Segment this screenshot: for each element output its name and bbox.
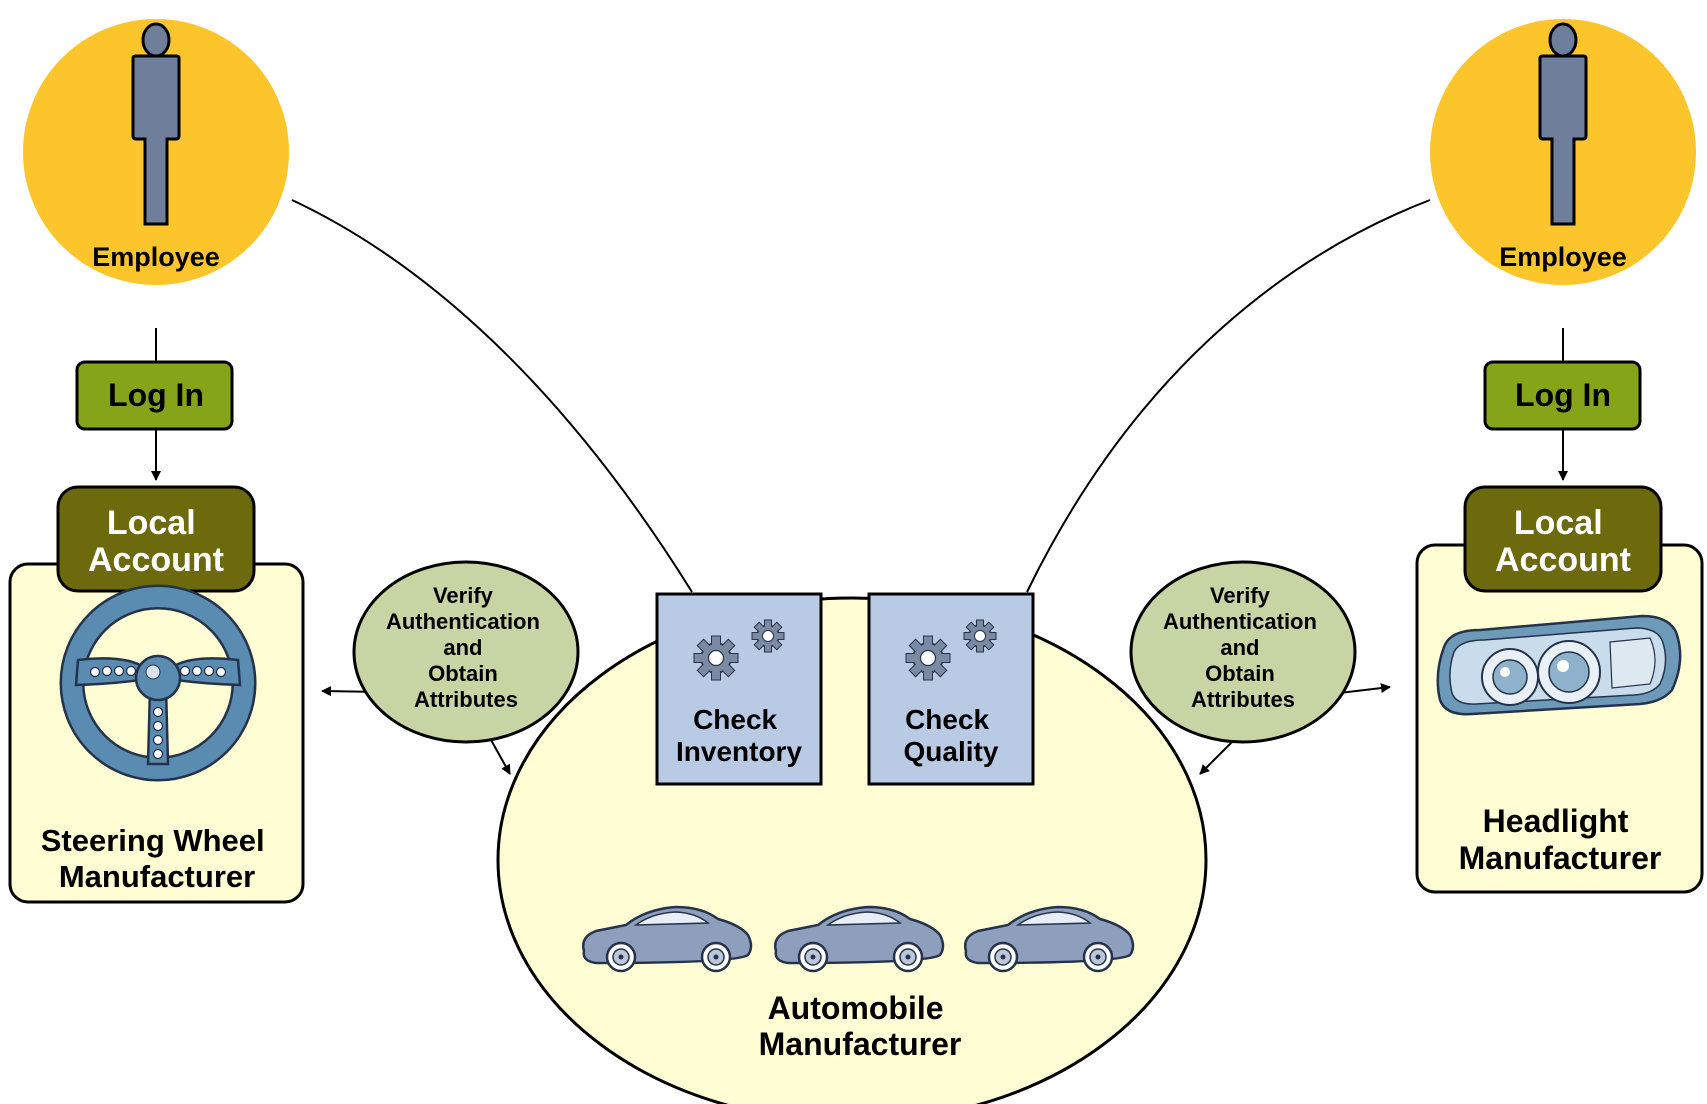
connector-left-employee-to-check-inventory	[291, 199, 693, 593]
left-local-account-label: Local Account	[88, 504, 224, 579]
left-employee: Employee	[23, 19, 289, 285]
headlight-manufacturer-label: Headlight Manufacturer	[1459, 803, 1662, 876]
check-inventory-label: Check Inventory	[676, 704, 802, 767]
left-login-button[interactable]: Log In	[75, 360, 234, 431]
steering-wheel-icon	[59, 584, 257, 782]
right-verify-authentication-bubble: Verify Authentication and Obtain Attribu…	[1129, 560, 1357, 744]
left-verify-authentication-bubble: Verify Authentication and Obtain Attribu…	[352, 560, 580, 744]
automobile-manufacturer-label: Automobile Manufacturer	[759, 990, 962, 1062]
check-quality-service[interactable]: Check Quality	[867, 592, 1035, 786]
right-employee: Employee	[1430, 19, 1696, 285]
right-local-account-label: Local Account	[1495, 504, 1631, 579]
connector-right-employee-to-check-quality	[1026, 199, 1431, 593]
right-login-button[interactable]: Log In	[1483, 360, 1642, 431]
right-login-label: Log In	[1515, 377, 1611, 413]
left-employee-label: Employee	[92, 242, 220, 272]
headlight-icon	[1436, 614, 1682, 716]
steering-wheel-manufacturer-label: Steering Wheel Manufacturer	[41, 823, 274, 894]
check-inventory-service[interactable]: Check Inventory	[655, 592, 823, 786]
left-verify-label: Verify Authentication and Obtain Attribu…	[386, 583, 546, 712]
right-employee-label: Employee	[1499, 242, 1627, 272]
left-local-account: Local Account	[56, 485, 256, 593]
right-local-account: Local Account	[1463, 485, 1663, 593]
right-verify-label: Verify Authentication and Obtain Attribu…	[1163, 583, 1323, 712]
left-login-label: Log In	[108, 377, 204, 413]
check-quality-label: Check Quality	[904, 704, 999, 767]
